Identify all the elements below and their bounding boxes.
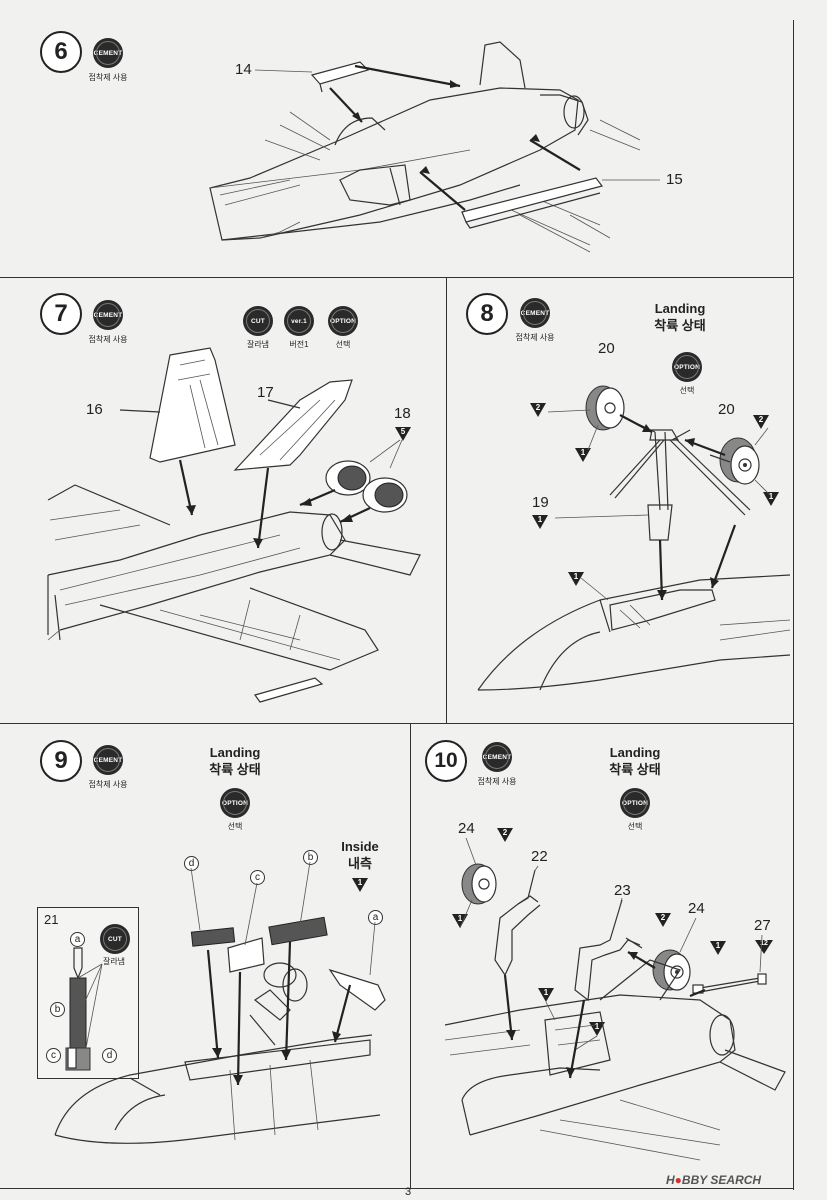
letter-marker: a: [368, 910, 383, 925]
landing-title: Landing 착륙 상태: [195, 744, 275, 778]
step-number: 10: [425, 740, 467, 782]
watermark-part: H: [666, 1173, 675, 1187]
attention-triangle: 2: [530, 403, 546, 417]
inset-part-drawing: [65, 947, 103, 1071]
letter-marker: d: [102, 1048, 117, 1063]
watermark-logo-icon: ●: [674, 1173, 682, 1187]
cement-caption: 접착제 사용: [88, 73, 128, 82]
part-number: 21: [44, 912, 59, 927]
part-number: 24: [688, 900, 705, 917]
attention-triangle: 12: [755, 940, 773, 954]
option-caption: 선택: [627, 822, 643, 831]
option-badge: OPTION: [220, 788, 250, 818]
cement-caption: 접착제 사용: [515, 333, 555, 342]
step-number: 9: [40, 740, 82, 782]
part-number: 16: [86, 401, 103, 418]
landing-title-en: Landing: [654, 301, 706, 316]
landing-title-en: Landing: [209, 745, 261, 760]
option-badge: OPTION: [620, 788, 650, 818]
inside-label: Inside 내측: [320, 838, 400, 872]
watermark: H●BBY SEARCH: [666, 1173, 761, 1187]
part-number: 27: [754, 917, 771, 934]
divider: [0, 277, 793, 279]
version-badge: ver.1: [284, 306, 314, 336]
attention-triangle: 1: [568, 572, 584, 586]
cement-caption: 접착제 사용: [477, 777, 517, 786]
option-badge: OPTION: [672, 352, 702, 382]
step-number: 8: [466, 293, 508, 335]
part-number: 23: [614, 882, 631, 899]
letter-marker: c: [46, 1048, 61, 1063]
attention-triangle: 1: [710, 941, 726, 955]
step-7-drawing: [47, 347, 421, 703]
cement-caption: 접착제 사용: [88, 780, 128, 789]
attention-triangle: 5: [395, 427, 411, 441]
watermark-part: BBY: [681, 1173, 708, 1187]
attention-triangle: 2: [655, 913, 671, 927]
divider: [446, 277, 448, 723]
part-number: 17: [257, 384, 274, 401]
letter-marker: b: [50, 1002, 65, 1017]
landing-title-ko: 착륙 상태: [209, 762, 261, 777]
divider: [793, 20, 795, 1190]
landing-title-en: Landing: [609, 745, 661, 760]
landing-title-ko: 착륙 상태: [609, 762, 661, 777]
attention-triangle: 1: [352, 878, 368, 892]
part-number: 24: [458, 820, 475, 837]
watermark-part: SEARCH: [710, 1173, 762, 1187]
letter-marker: c: [250, 870, 265, 885]
inside-label-ko: 내측: [348, 856, 372, 871]
cement-badge: CEMENT: [93, 38, 123, 68]
part-number: 20: [598, 340, 615, 357]
page-number: 3: [405, 1186, 412, 1198]
option-caption: 선택: [227, 822, 243, 831]
cement-badge: CEMENT: [93, 745, 123, 775]
attention-triangle: 1: [763, 492, 779, 506]
landing-title: Landing 착륙 상태: [595, 744, 675, 778]
cut-caption: 잘라냄: [246, 340, 270, 349]
step-number: 7: [40, 293, 82, 335]
divider: [0, 723, 793, 725]
cut-badge: CUT: [100, 924, 130, 954]
part-number: 15: [666, 171, 683, 188]
landing-title: Landing 착륙 상태: [640, 300, 720, 334]
inside-label-en: Inside: [341, 839, 379, 854]
option-caption: 선택: [679, 386, 695, 395]
step-6-drawing: [209, 41, 660, 253]
part-number: 18: [394, 405, 411, 422]
option-badge: OPTION: [328, 306, 358, 336]
letter-marker: b: [303, 850, 318, 865]
version-caption: 버전1: [289, 340, 309, 349]
part-number: 14: [235, 61, 252, 78]
cut-badge: CUT: [243, 306, 273, 336]
step-8-drawing: [477, 385, 791, 691]
attention-triangle: 1: [575, 448, 591, 462]
landing-title-ko: 착륙 상태: [654, 318, 706, 333]
cement-badge: CEMENT: [93, 300, 123, 330]
cement-badge: CEMENT: [482, 742, 512, 772]
cement-badge: CEMENT: [520, 298, 550, 328]
cement-caption: 접착제 사용: [88, 335, 128, 344]
attention-triangle: 2: [497, 828, 513, 842]
attention-triangle: 1: [452, 914, 468, 928]
part-number: 19: [532, 494, 549, 511]
attention-triangle: 2: [753, 415, 769, 429]
divider: [410, 723, 412, 1188]
part-number: 20: [718, 401, 735, 418]
attention-triangle: 1: [538, 988, 554, 1002]
option-caption: 선택: [335, 340, 351, 349]
detail-inset: 21 CUT 잘라냄 a b c d: [37, 907, 139, 1079]
divider: [0, 1188, 793, 1190]
part-number: 22: [531, 848, 548, 865]
letter-marker: a: [70, 932, 85, 947]
step-number: 6: [40, 31, 82, 73]
cut-caption: 잘라냄: [102, 957, 126, 966]
attention-triangle: 1: [532, 515, 548, 529]
